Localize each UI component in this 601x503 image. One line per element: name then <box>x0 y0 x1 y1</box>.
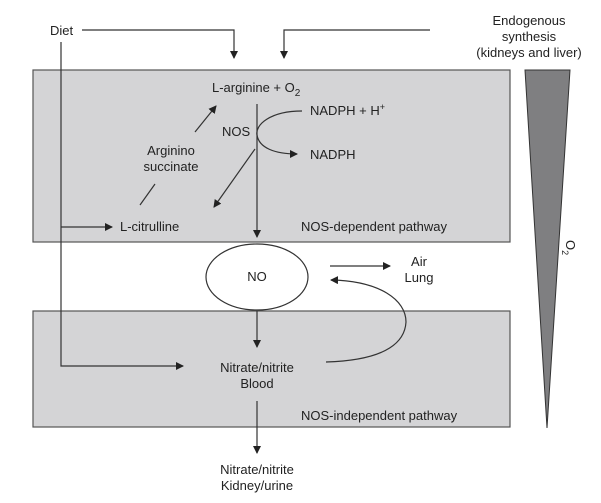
lung-label: Lung <box>405 270 434 285</box>
diet-vertical-line <box>60 42 184 370</box>
no-node <box>205 243 309 311</box>
blood-to-no-arrow <box>325 276 407 363</box>
nos-dependent-label: NOS-dependent pathway <box>301 219 447 234</box>
diet-label: Diet <box>50 23 74 38</box>
endogenous-label-1: Endogenous <box>492 13 566 28</box>
o2-gradient-wedge <box>524 69 571 429</box>
nadph-label: NADPH <box>310 147 356 162</box>
diet-to-arginine-arrow <box>82 29 238 59</box>
nos-to-citrulline-arrow <box>213 148 256 208</box>
endogenous-label-3: (kidneys and liver) <box>476 45 582 60</box>
succinate-to-arginine-arrow <box>194 105 217 133</box>
air-label: Air <box>411 254 428 269</box>
o2-gradient-label: O2 <box>560 240 578 255</box>
nos-label: NOS <box>222 124 251 139</box>
l-citrulline-label: L-citrulline <box>120 219 179 234</box>
no-label: NO <box>247 269 267 284</box>
nitrate-kidney-label-2: Kidney/urine <box>221 478 293 493</box>
nadph-curve-arrow <box>256 110 303 158</box>
nitrate-blood-label-2: Blood <box>240 376 273 391</box>
nitrate-kidney-label-1: Nitrate/nitrite <box>220 462 294 477</box>
nadph-h-label: NADPH + H+ <box>310 102 385 118</box>
nos-independent-box <box>32 310 511 428</box>
l-arginine-label: L-arginine + O2 <box>212 80 301 99</box>
argininosuccinate-label-1: Arginino <box>147 143 195 158</box>
endogenous-label-2: synthesis <box>502 29 557 44</box>
nos-dependent-box <box>32 69 511 243</box>
citrulline-to-succinate-line <box>139 183 156 206</box>
nitrate-blood-label-1: Nitrate/nitrite <box>220 360 294 375</box>
argininosuccinate-label-2: succinate <box>144 159 199 174</box>
nos-independent-label: NOS-independent pathway <box>301 408 458 423</box>
endogenous-to-arginine-arrow <box>280 29 430 59</box>
